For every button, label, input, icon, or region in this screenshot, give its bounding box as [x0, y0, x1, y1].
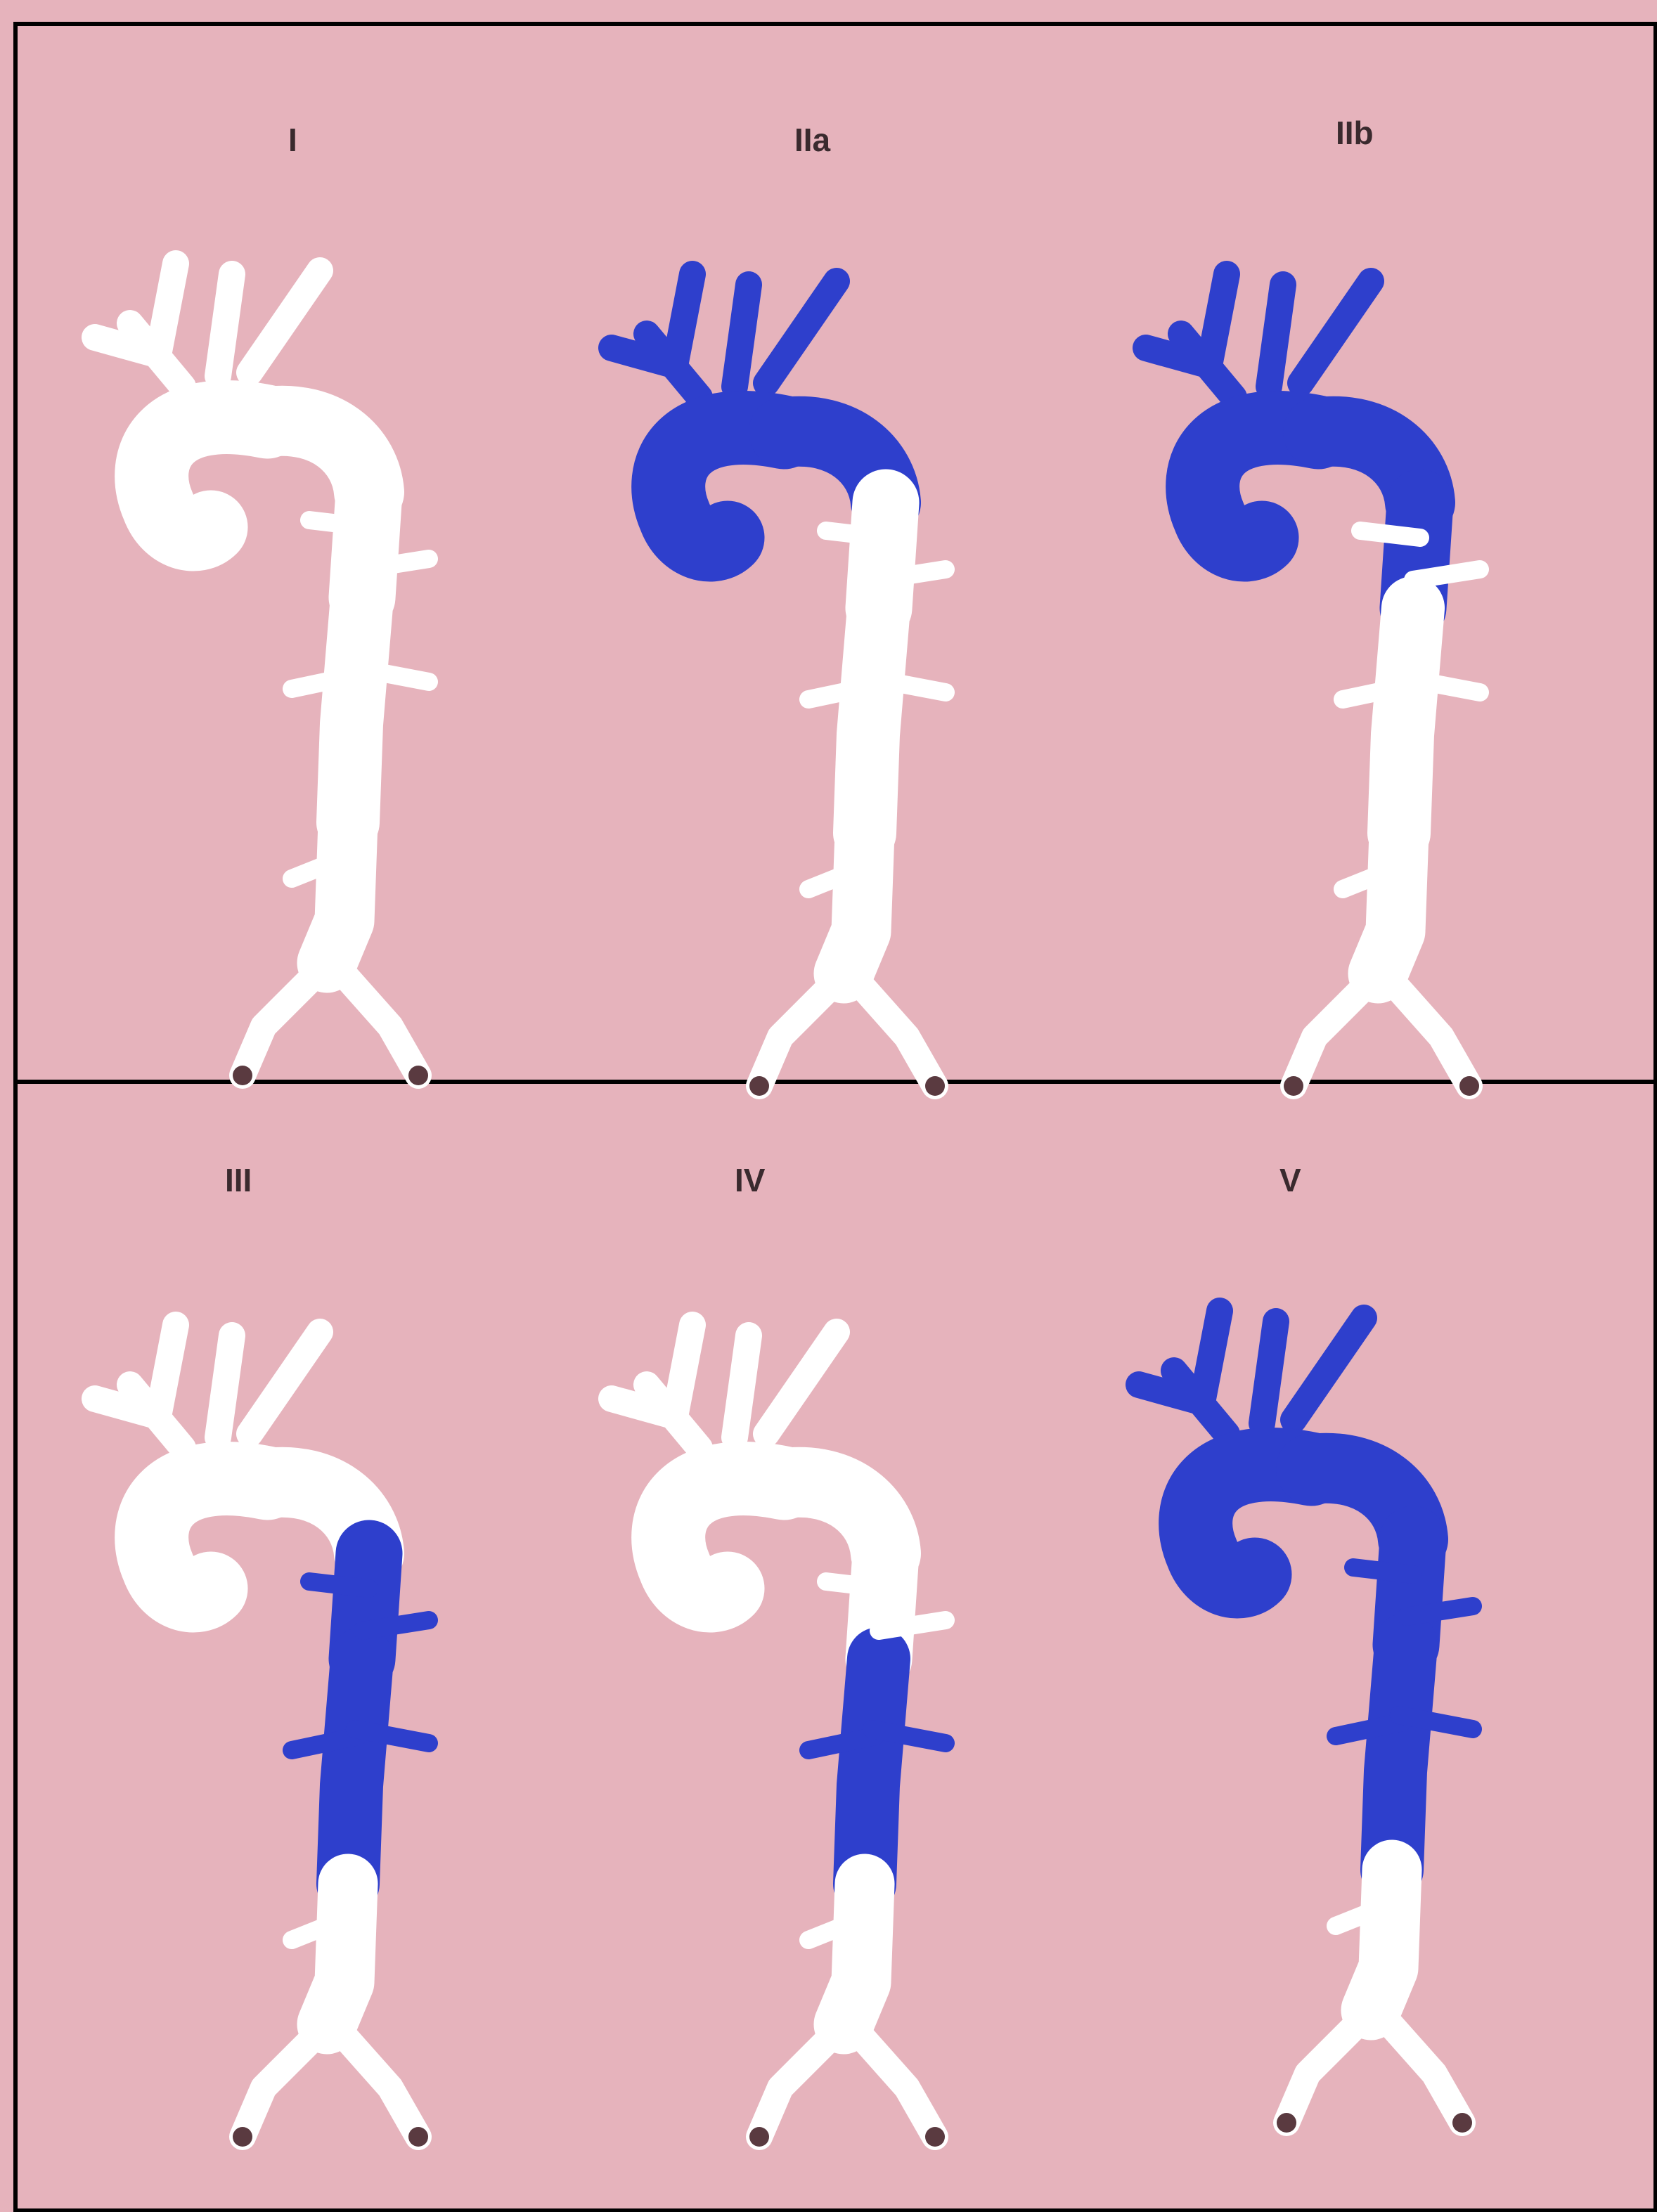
panel-label-i: I: [288, 122, 297, 158]
panel-label-iv: IV: [735, 1162, 766, 1198]
visceral-branch-vessel: [1406, 1606, 1473, 1617]
vessel-tip: [1452, 2113, 1472, 2133]
vessel-tip: [749, 1076, 769, 1096]
thoracic-aorta: [1399, 608, 1413, 833]
vessel-tip: [1277, 2113, 1296, 2133]
thoracic-aorta: [1392, 1645, 1406, 1870]
vessel-tip: [408, 2127, 428, 2147]
visceral-branch-vessel: [879, 569, 946, 580]
visceral-branch-vessel: [1413, 569, 1480, 580]
panel-label-v: V: [1279, 1162, 1301, 1198]
panel-label-iia: IIa: [794, 122, 831, 158]
visceral-branch-vessel: [309, 1582, 369, 1589]
visceral-branch-vessel: [1360, 531, 1420, 538]
visceral-branch-vessel: [362, 559, 429, 569]
abdominal-aorta: [1378, 833, 1399, 974]
vessel-tip: [408, 1066, 428, 1085]
vessel-tip: [925, 1076, 945, 1096]
panel-label-iii: III: [225, 1162, 252, 1198]
thoracic-aorta: [348, 597, 362, 822]
vessel-tip: [1284, 1076, 1303, 1096]
vessel-tip: [233, 2127, 252, 2147]
vessel-tip: [233, 1066, 252, 1085]
visceral-branch-vessel: [826, 531, 886, 538]
visceral-branch-vessel: [362, 1620, 429, 1631]
thoracic-aorta: [865, 1659, 879, 1884]
vessel-tip: [1459, 1076, 1479, 1096]
visceral-branch-vessel: [879, 1620, 946, 1631]
abdominal-aorta: [327, 1884, 348, 2024]
visceral-branch-vessel: [1353, 1567, 1413, 1574]
vessel-tip: [749, 2127, 769, 2147]
abdominal-aorta: [1371, 1870, 1392, 2010]
visceral-branch-vessel: [309, 520, 369, 527]
visceral-branch-vessel: [826, 1582, 886, 1589]
abdominal-aorta: [844, 1884, 865, 2024]
abdominal-aorta: [844, 833, 865, 974]
panel-label-iib: IIb: [1336, 115, 1374, 151]
vessel-tip: [925, 2127, 945, 2147]
thoracic-aorta: [348, 1659, 362, 1884]
abdominal-aorta: [327, 822, 348, 963]
thoracic-aorta: [865, 608, 879, 833]
